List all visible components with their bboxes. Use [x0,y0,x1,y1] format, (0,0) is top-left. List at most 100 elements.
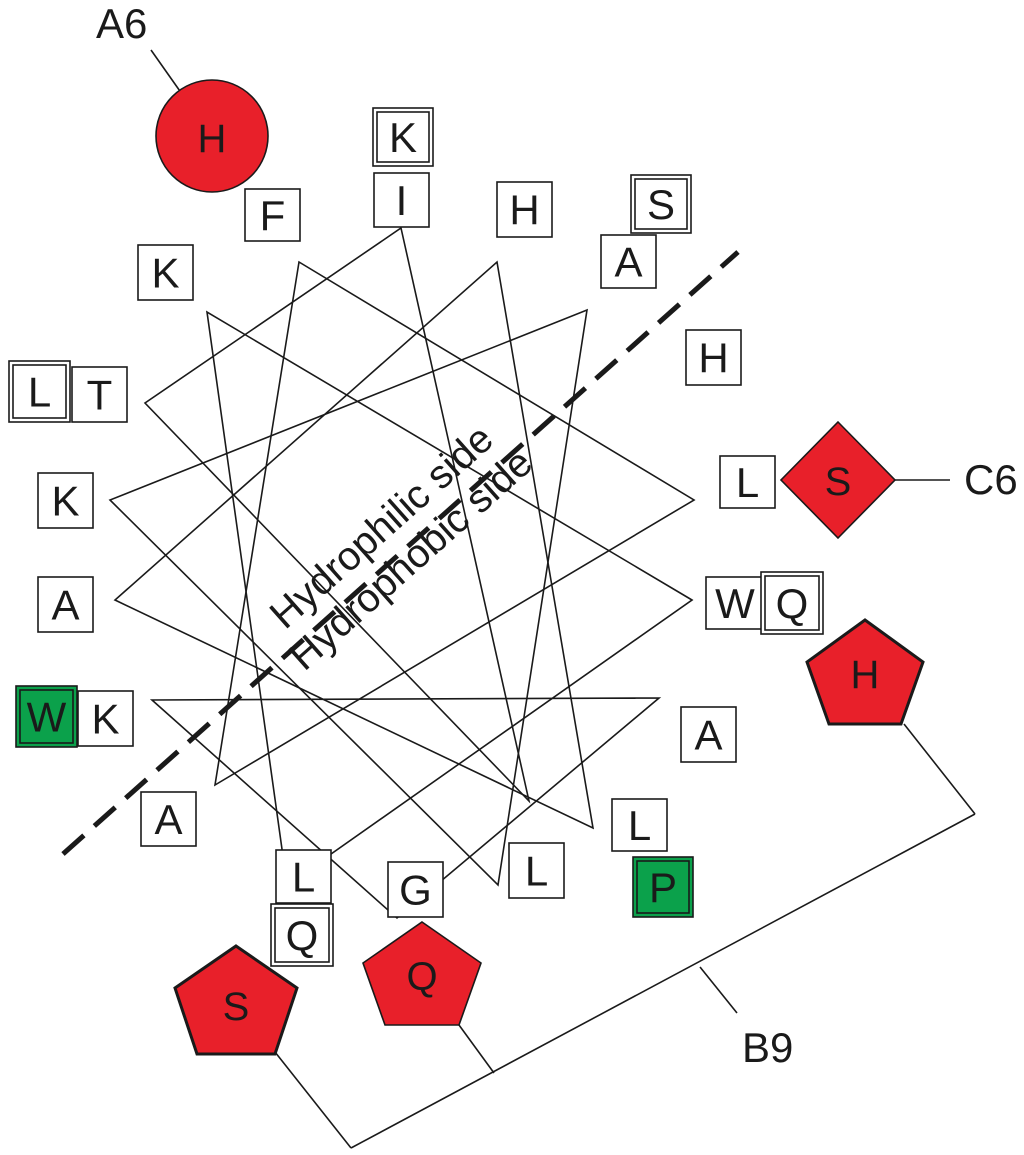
marker-circle-H-letter: H [198,117,227,161]
residue-Q-bottom-inner-box [274,907,330,963]
residue-H-right: H [685,329,742,386]
residue-L-left-inner-box [12,364,67,419]
hydrophobic-divider-line [61,250,740,856]
residue-S-top-inner-box [634,178,688,230]
residue-Q-right-inner-box [764,575,820,631]
residue-A-left-letter: A [51,582,79,629]
residue-K-top-box [372,107,434,167]
residue-K-lower-left: K [77,690,134,747]
residue-S-top-box [630,174,692,234]
residue-Q-bottom: Q [270,903,334,967]
residue-H-top-letter: H [509,187,539,234]
residue-A-top-right: A [600,234,657,289]
a6-callout-line [150,49,183,95]
residue-S-top-letter: S [647,181,675,228]
residue-A-lower-right-box [680,706,737,763]
a6-label: A6 [96,0,147,47]
residue-A-lower-right-letter: A [694,712,722,759]
residue-H-top: H [496,181,553,238]
residue-Q-bottom-letter: Q [286,912,319,959]
residue-L-left: L [8,360,71,423]
residue-A-lower-left: A [140,791,197,847]
residue-H-right-letter: H [698,335,728,382]
residue-Q-right: Q [760,571,824,635]
marker-diamond-S: S [779,420,897,540]
residue-H-right-box [685,329,742,386]
residue-I-top-box [373,172,430,228]
marker-pentagon-Q-letter: Q [406,955,437,999]
residue-G: G [387,861,444,918]
wheel-triangle-6 [108,308,589,887]
residue-L-right-letter: L [736,459,759,506]
residue-A-lower-right: A [680,706,737,763]
residue-L-bottom-right-box [508,842,565,899]
residue-L-lower-right-box [611,798,668,852]
residue-L-bottom-right: L [508,842,565,899]
marker-pentagon-S-letter: S [223,985,250,1029]
residue-A-left-box [37,576,94,633]
marker-pentagon-H-letter: H [851,653,880,697]
residue-K-top-inner-box [376,111,430,163]
residue-K-lower-left-letter: K [91,696,119,743]
residue-W-right-letter: W [715,580,755,627]
residue-W-left-box [15,685,78,748]
residue-A-lower-left-letter: A [154,796,182,843]
residue-K-lower-left-box [77,690,134,747]
residue-W-left-letter: W [27,694,67,741]
residue-Q-right-letter: Q [776,580,809,627]
residue-K-left-letter: K [51,478,79,525]
residue-Q-right-box [760,571,824,635]
b9-label: B9 [742,1024,793,1071]
residue-T-left-letter: T [87,372,113,419]
marker-pentagon-S: S [173,944,299,1056]
residue-A-left: A [37,576,94,633]
residue-K-upper-left-letter: K [151,250,179,297]
residue-F-letter: F [260,192,286,239]
residue-S-top: S [630,174,692,234]
residue-K-top: K [372,107,434,167]
residue-L-bottom-left: L [275,849,332,904]
residue-P: P [632,856,694,918]
residue-W-left-inner-box [19,689,74,744]
residue-K-left: K [37,472,94,529]
residue-I-top-letter: I [396,177,408,224]
residue-H-top-box [496,181,553,238]
residue-W-right: W [705,576,765,630]
residue-L-left-letter: L [28,369,51,416]
residue-L-bottom-right-letter: L [525,848,548,895]
residue-A-top-right-box [600,234,657,289]
helix-wheel [108,226,696,920]
marker-pentagon-H: H [805,618,925,726]
residue-F-box [244,188,301,242]
wheel-triangle-2 [113,260,595,830]
b9-bracket [274,723,976,1149]
residue-L-lower-right-letter: L [628,802,651,849]
residue-K-upper-left: K [137,244,194,301]
residue-A-top-right-letter: A [614,239,642,286]
residue-P-inner-box [636,860,690,914]
residue-K-upper-left-box [137,244,194,301]
residue-L-right-box [719,455,776,509]
residue-Q-bottom-box [270,903,334,967]
residue-A-lower-left-box [140,791,197,847]
residue-G-box [387,861,444,918]
marker-pentagon-Q: Q [362,921,482,1026]
residue-T-left-box [71,366,128,423]
wheel-triangle-5 [213,260,696,787]
c6-label: C6 [964,456,1018,503]
marker-circle-H: H [155,79,269,193]
residue-G-letter: G [399,867,432,914]
residue-L-bottom-left-box [275,849,332,904]
residue-L-left-box [8,360,71,423]
residue-P-letter: P [649,864,677,911]
residue-F: F [244,188,301,242]
wheel-triangle-4 [149,697,662,920]
residue-L-right: L [719,455,776,509]
residue-L-lower-right: L [611,798,668,852]
residue-L-bottom-left-letter: L [292,854,315,901]
residue-K-left-box [37,472,94,529]
residue-K-top-letter: K [389,114,417,161]
residue-W-left: W [15,685,78,748]
